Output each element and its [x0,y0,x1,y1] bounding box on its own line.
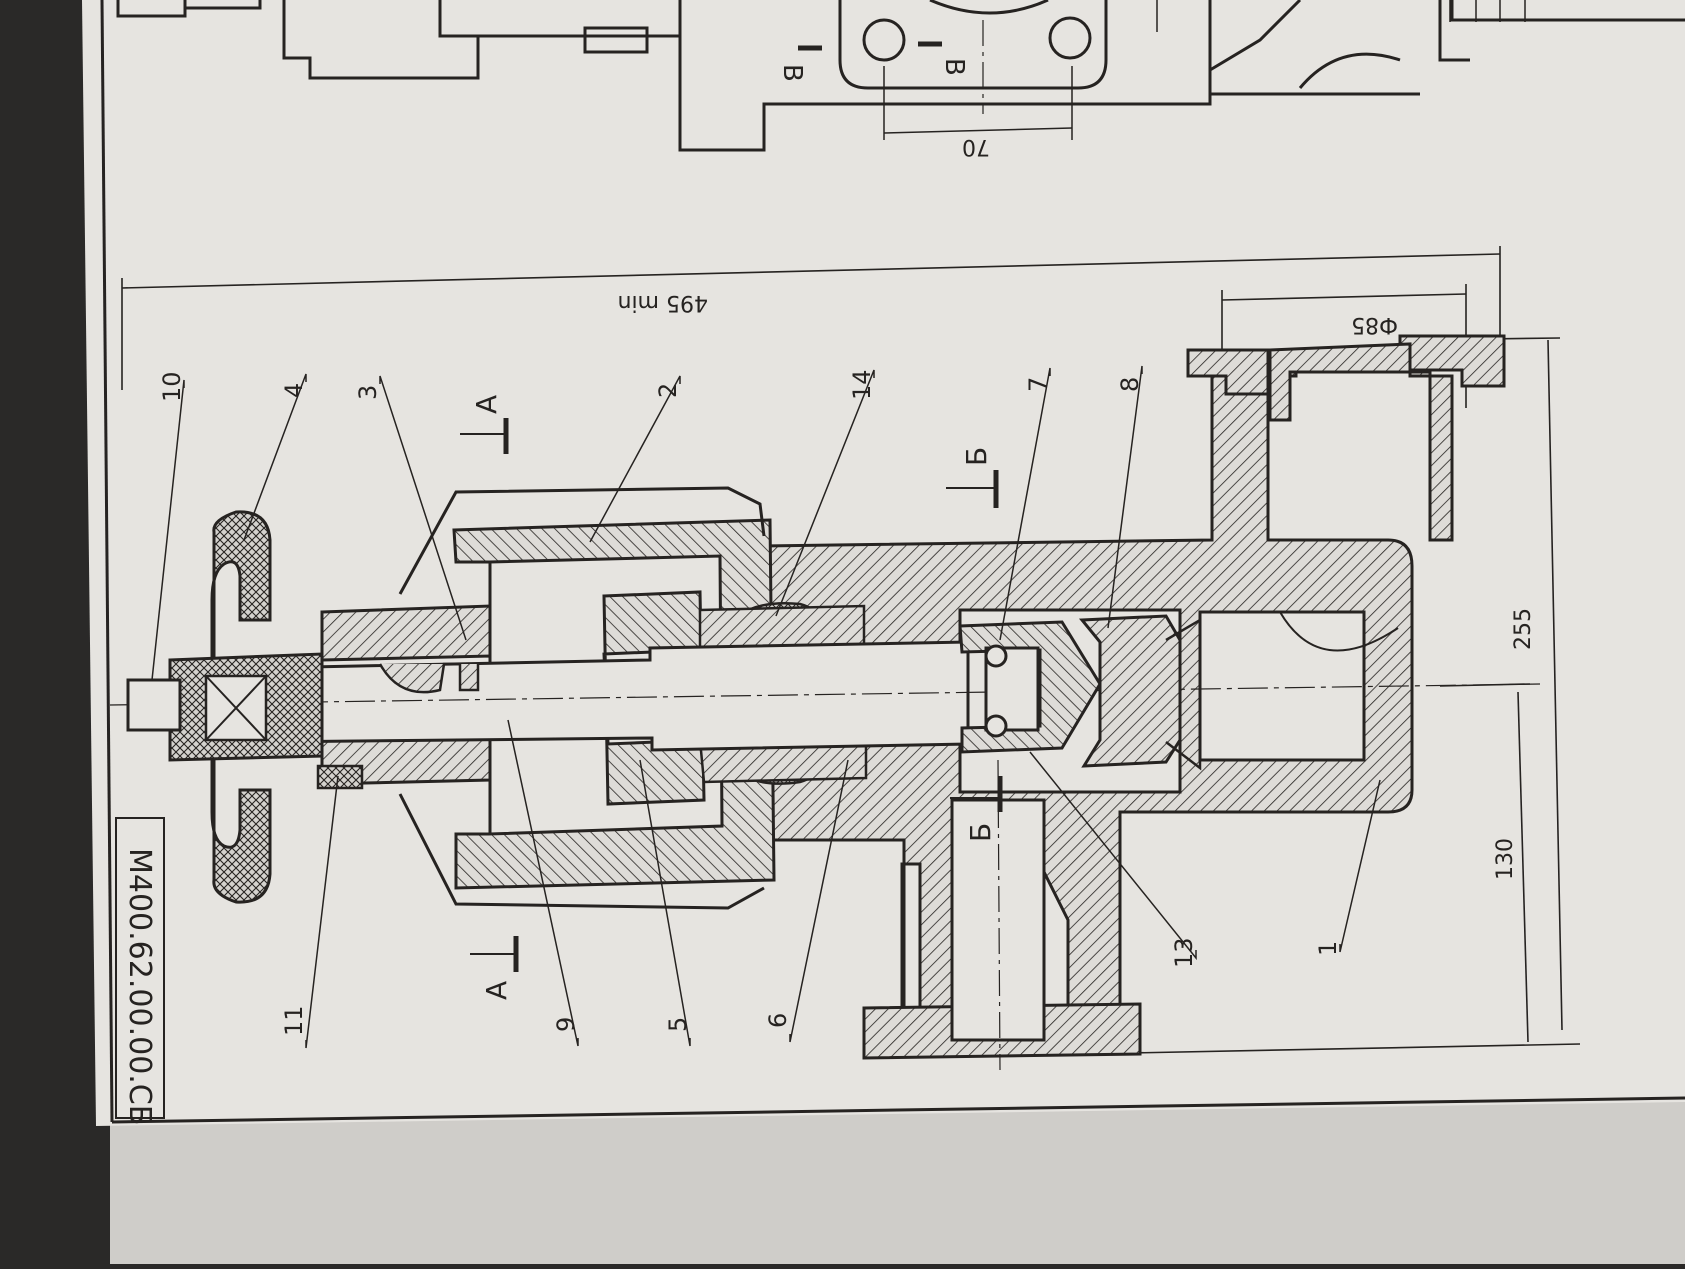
title-block: М400.62.00.00.СБ [115,817,165,1125]
bonnet-outline [398,486,766,910]
seat-taper [1165,617,1202,771]
callout-7: 7 [1024,377,1052,392]
svg-text:А: А [480,981,513,1000]
svg-text:В: В [939,58,969,76]
svg-text:Б: Б [964,823,997,842]
stem-thread [378,662,480,694]
svg-text:А: А [470,395,503,414]
stem-nut-part-10 [126,678,182,732]
section-mark-v-left: В [777,45,822,82]
callout-14: 14 [848,369,876,400]
drawing-frame-bottom [111,1096,1685,1124]
part-callouts: 10 4 3 2 14 7 8 11 9 5 6 13 1 [158,369,1342,1036]
set-screw-part-11 [316,764,364,790]
dimension-255: 255 [1511,608,1536,650]
callout-13: 13 [1170,937,1198,968]
section-mark-b-top: Б [946,447,999,508]
callout-11: 11 [280,1005,308,1036]
upper-view [116,0,1685,152]
disc-pin-upper [984,644,1008,668]
elbow-inner-arc [1279,611,1399,652]
section-mark-a-top: А [460,395,509,454]
drawing-frame-left [100,0,114,1123]
handwheel-part-4 [210,510,272,904]
stem-square-cross [205,675,267,741]
stem-axis [109,683,1541,706]
callout-9: 9 [552,1017,580,1032]
overall-dimension-line [121,246,1501,390]
section-mark-a-bottom: А [470,936,519,1000]
callout-4: 4 [280,383,308,398]
lower-paper-sheet [110,1100,1685,1264]
callout-10: 10 [158,371,186,402]
callout-8: 8 [1116,377,1144,392]
callout-1: 1 [1314,941,1342,956]
dimension-130: 130 [1493,838,1518,880]
callout-6: 6 [764,1013,792,1028]
section-mark-v-right: В [918,41,969,76]
leader-lines [151,365,1381,1049]
section-mark-b-bottom: Б [950,776,1003,842]
callout-2: 2 [654,383,682,398]
dimension-70: 70 [962,134,990,159]
callout-5: 5 [664,1017,692,1032]
dimension-495-min: 495 min [618,290,708,315]
dimension-f85: Ф85 [1351,312,1398,337]
right-pipe-wall [1268,342,1454,542]
callout-3: 3 [354,385,382,400]
disc-pin-lower [984,714,1008,738]
svg-text:Б: Б [960,447,993,466]
drawing-number: М400.62.00.00.СБ [122,848,157,1125]
seat-part-8 [1078,614,1182,768]
svg-text:В: В [777,64,807,82]
